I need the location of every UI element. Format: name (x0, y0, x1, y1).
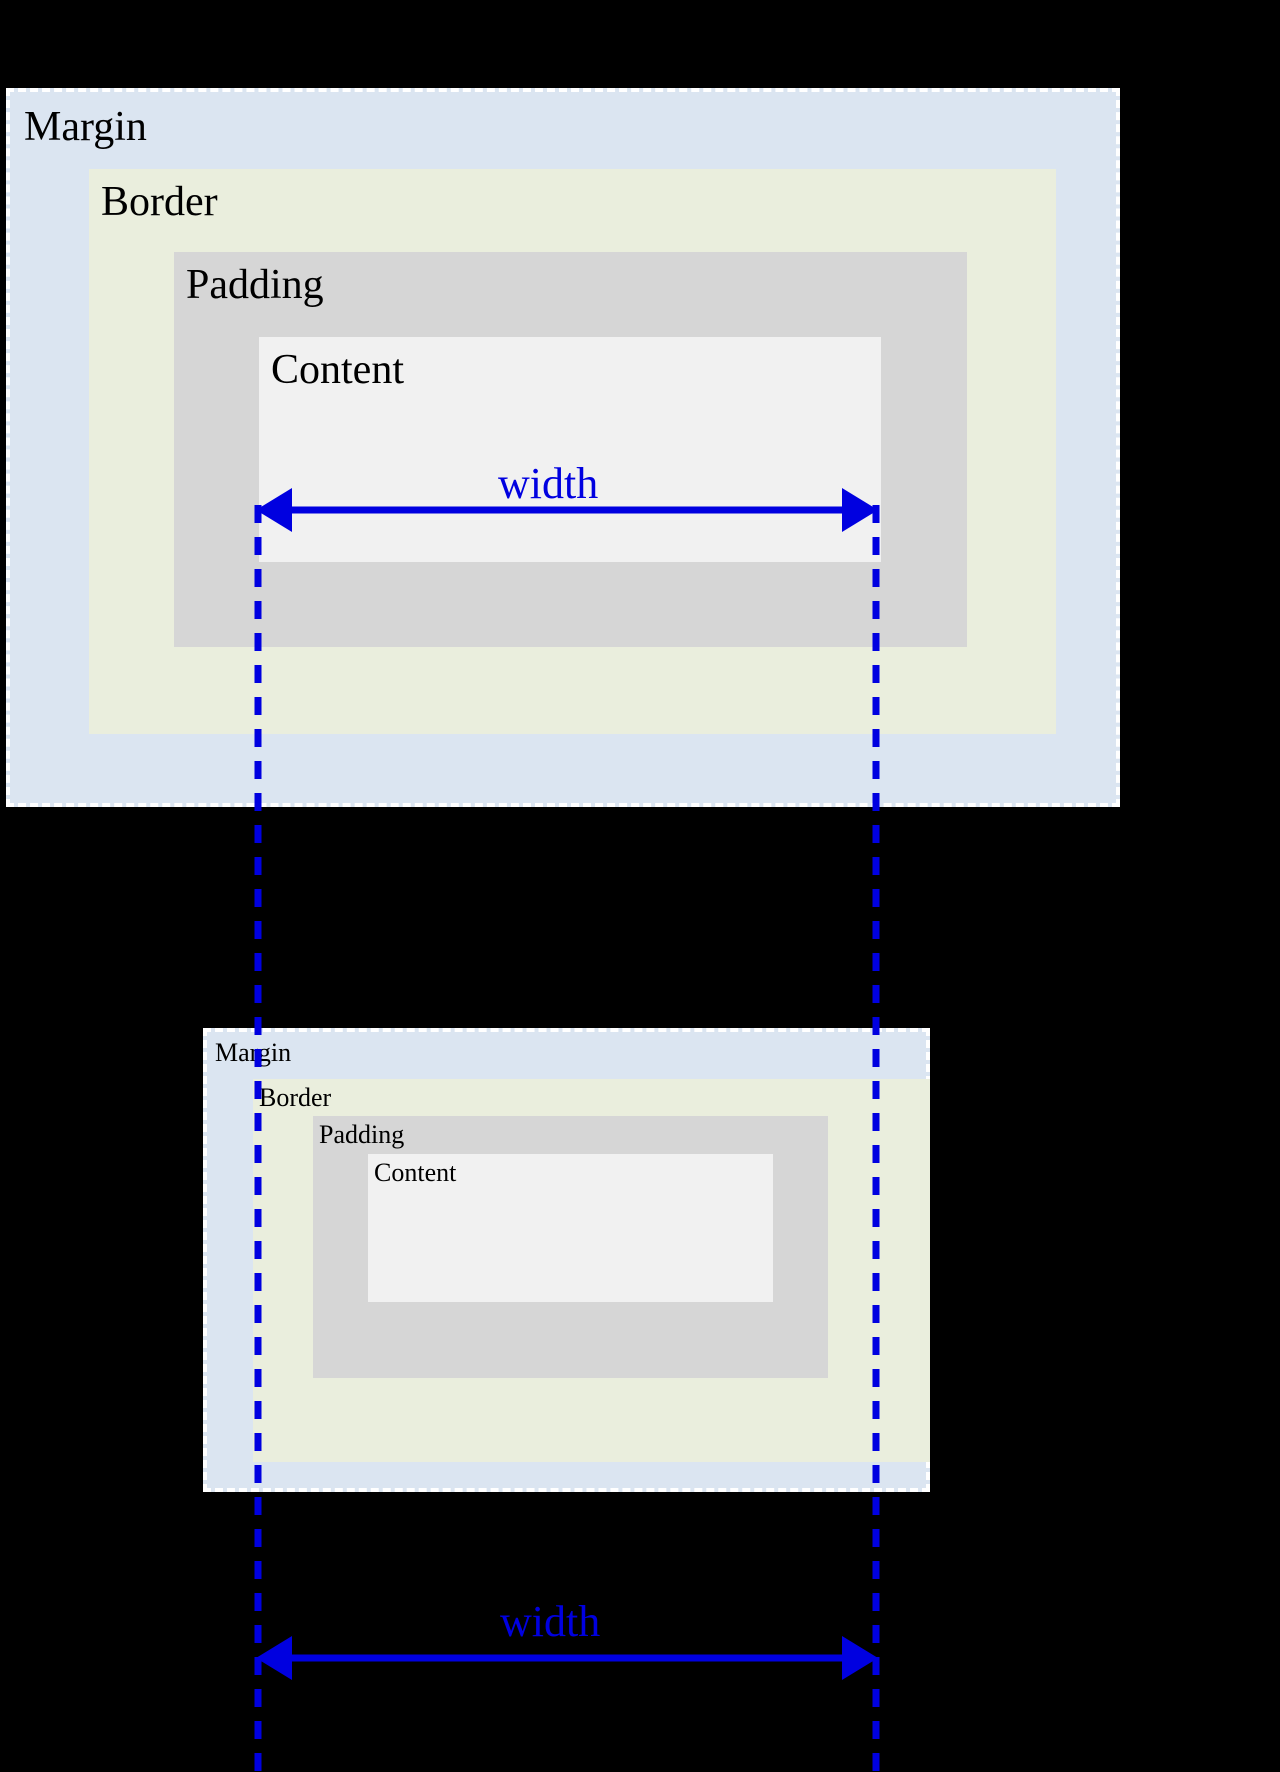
top-border-label: Border (101, 179, 218, 225)
bottom-padding-box: Padding Content (313, 1116, 828, 1378)
top-margin-label: Margin (24, 104, 147, 150)
top-width-label: width (498, 459, 599, 508)
bottom-padding-label: Padding (319, 1120, 405, 1149)
bottom-border-label: Border (259, 1083, 332, 1112)
top-content-box: Content (259, 337, 881, 562)
bottom-border-box: Border Padding Content (253, 1079, 930, 1462)
top-margin-box: Margin Border Padding Content (6, 88, 1120, 807)
top-padding-label: Padding (186, 262, 324, 308)
bottom-width-label: width (500, 1597, 601, 1646)
bottom-margin-box: Margin Border Padding Content (203, 1028, 930, 1492)
top-content-label: Content (271, 347, 404, 393)
bottom-content-box: Content (368, 1154, 773, 1302)
bottom-margin-label: Margin (215, 1038, 292, 1067)
top-padding-box: Padding Content (174, 252, 967, 647)
top-border-box: Border Padding Content (89, 169, 1056, 734)
bottom-content-label: Content (374, 1158, 457, 1187)
